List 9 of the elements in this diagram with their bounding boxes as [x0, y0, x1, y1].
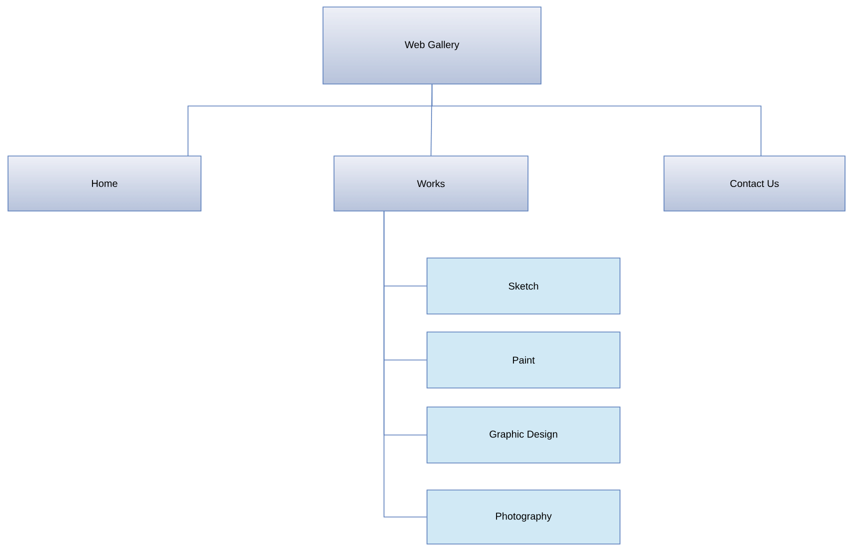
page-box: Web Gallery: [322, 6, 542, 84]
subpage-box: Sketch: [426, 258, 620, 314]
page-box: Home: [8, 156, 202, 212]
page-box: Works: [334, 156, 528, 212]
page-box: Contact Us: [664, 156, 846, 212]
subpage-box: Paint: [426, 332, 620, 388]
subpage-box: Graphic Design: [426, 406, 620, 464]
subpage-box: Photography: [426, 490, 620, 544]
connector-line: [432, 84, 762, 156]
